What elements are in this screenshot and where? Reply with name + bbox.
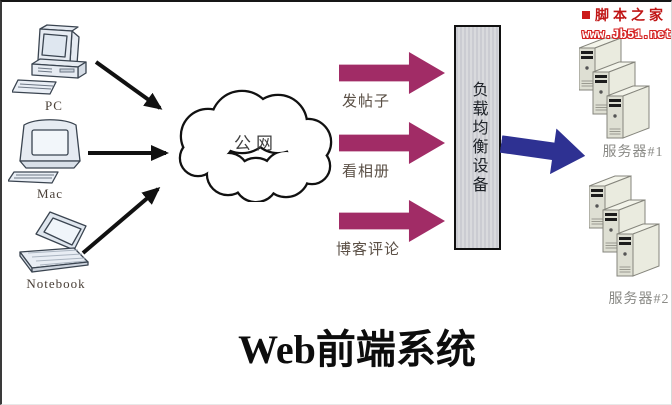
client-mac: Mac [6,116,94,202]
pc-connector-arrow [94,60,163,110]
logo-url-text: www.Jb51.net [582,28,672,42]
page-title: Web前端系统 [238,327,476,372]
request-arrow-post [339,52,445,94]
desktop-pc-icon [12,24,87,95]
dispatch-arrow [498,121,589,178]
site-logo: 脚本之家 www.Jb51.net [582,5,672,42]
client-notebook-label: Notebook [26,276,86,291]
server-stack-1-icon [579,37,650,139]
request-label-post: 发帖子 [342,94,391,110]
request-label-photos: 看相册 [342,164,391,180]
client-notebook: Notebook [14,210,98,292]
client-to-cloud-arrows [81,60,169,255]
imac-crt-icon [8,119,81,184]
notebook-connector-arrow [81,187,161,255]
cloud-shape [178,89,333,202]
load-balancer-label: 负载均衡设备 [469,80,487,195]
request-arrow-comments [339,200,445,242]
laptop-icon [19,211,89,273]
server-stack-2-icon [589,175,660,277]
client-mac-label: Mac [36,186,64,201]
client-pc-label: PC [45,98,63,113]
load-balancer-box: 负载均衡设备 [454,25,501,250]
request-arrow-photos [339,122,445,164]
server-2-label: 服务器#2 [608,292,670,307]
cloud-label: 公网 [234,134,278,153]
server-1-label: 服务器#1 [602,145,664,160]
logo-red-square-icon [582,11,590,19]
client-pc: PC [10,22,98,114]
logo-brand-text: 脚本之家 [595,7,667,23]
request-label-comments: 博客评论 [336,242,401,258]
